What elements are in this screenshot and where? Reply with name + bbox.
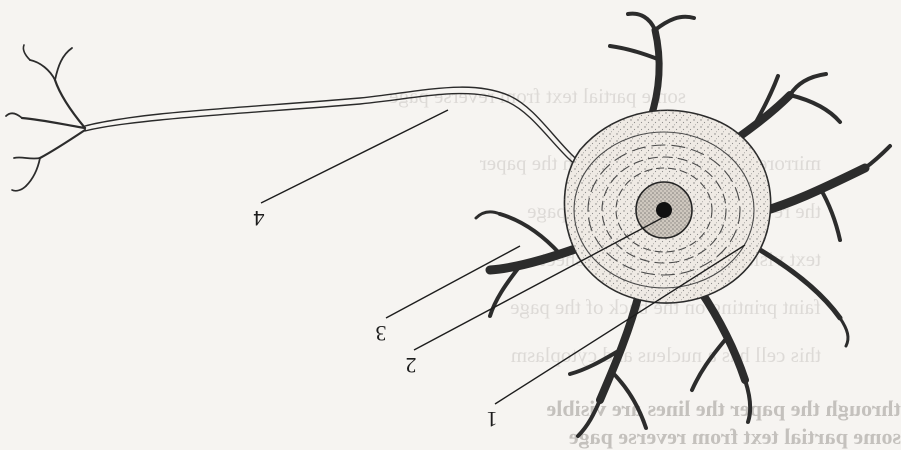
cell-body bbox=[564, 110, 770, 303]
label-2: 2 bbox=[406, 353, 417, 378]
label-1: 1 bbox=[487, 407, 498, 432]
figure-labels: 1 2 3 4 bbox=[254, 206, 498, 432]
label-4: 4 bbox=[254, 206, 265, 231]
leader-line-3 bbox=[386, 246, 520, 318]
label-3: 3 bbox=[376, 321, 387, 346]
bleed-line: some partial text from reverse page bbox=[569, 424, 901, 449]
bleed-line: some partial text from reverse page bbox=[389, 84, 686, 108]
nucleolus bbox=[656, 202, 672, 218]
leader-line-4 bbox=[261, 110, 448, 203]
bleed-line: this cell has a nucleus and cytoplasm bbox=[511, 343, 821, 367]
